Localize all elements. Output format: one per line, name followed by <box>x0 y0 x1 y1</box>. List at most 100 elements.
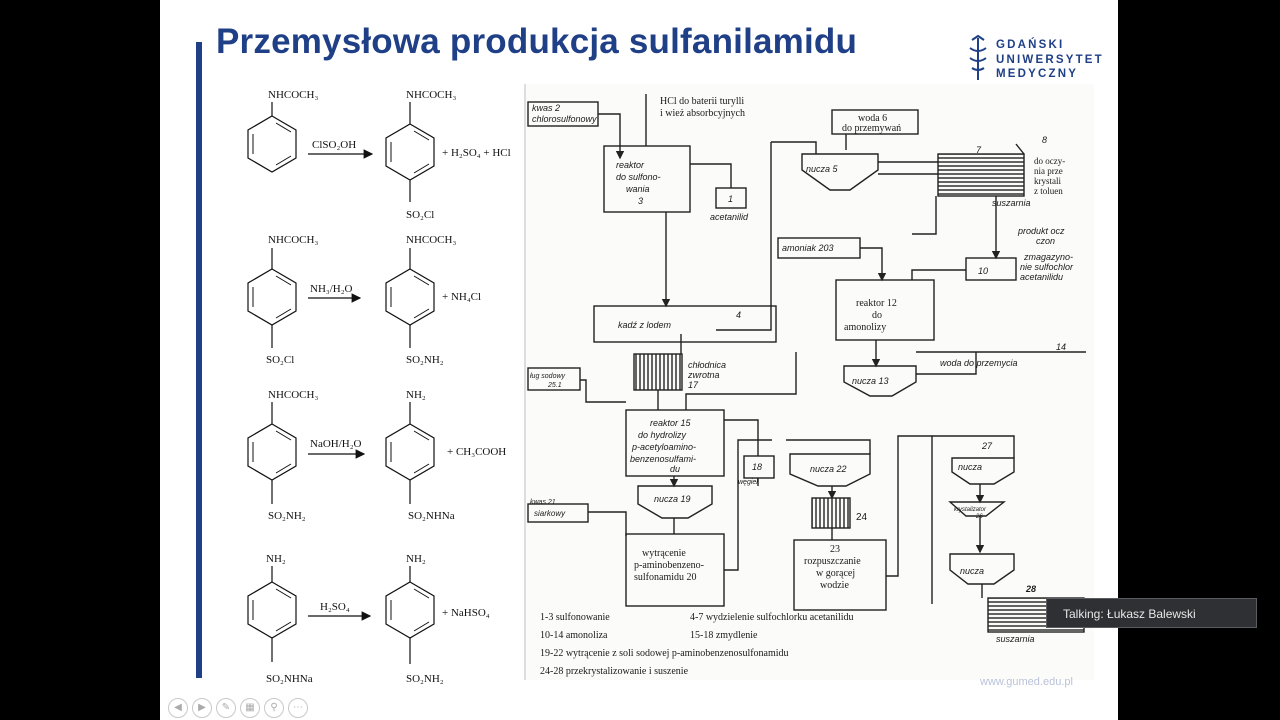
flow-hcl-2: i wież absorbcyjnych <box>660 108 745 119</box>
flow-box10: 10 <box>978 266 988 276</box>
logo-line-2: UNIWERSYTET <box>996 53 1104 66</box>
flow-reactor3-3: wania <box>626 184 650 194</box>
flow-acet-label: acetanilid <box>710 212 749 222</box>
accent-bar <box>196 42 202 678</box>
r1-byproducts: + H₂SO₄ + HCl <box>442 147 511 159</box>
pen-icon[interactable]: ✎ <box>216 698 236 718</box>
flow-wytr-3: sulfonamidu 20 <box>634 572 697 583</box>
legend-5: 19-22 wytrącenie z soli sodowej p-aminob… <box>540 648 789 659</box>
flow-kadz: kadź z lodem <box>618 320 672 330</box>
r3-substrate-top: NHCOCH₃ <box>268 389 318 401</box>
flow-rozp-3: w gorącej <box>816 568 855 579</box>
flow-acet-num: 1 <box>728 194 733 204</box>
flow-reactor12-3: amonolizy <box>844 322 886 333</box>
flow-kwas-m-2: siarkowy <box>534 509 566 518</box>
flow-wegiel: węgiel <box>738 479 758 486</box>
r4-product-bottom: SO₂NH₂ <box>406 673 444 685</box>
reaction-1: NHCOCH₃ ClSO₂OH NHCOCH₃ SO₂Cl + H₂SO₄ + … <box>247 89 511 221</box>
r4-byproducts: + NaHSO₄ <box>442 607 490 619</box>
zoom-icon[interactable]: ⚲ <box>264 698 284 718</box>
flow-zmag-1: zmagazyno- <box>1023 252 1073 262</box>
caduceus-icon <box>969 34 987 80</box>
flow-num27: 27 <box>981 441 993 451</box>
r4-substrate-top: NH₂ <box>266 553 286 565</box>
flow-woda-1: woda 6 <box>858 113 887 124</box>
slide-title: Przemysłowa produkcja sulfanilamidu <box>216 22 858 61</box>
talking-indicator: Talking: Łukasz Balewski <box>1046 598 1257 628</box>
r3-substrate-bottom: SO₂NH₂ <box>268 510 306 522</box>
flow-wytr-1: wytrącenie <box>642 548 686 559</box>
flow-oczy-4: z toluen <box>1034 186 1063 196</box>
flow-reactor15-4: benzenosulfami- <box>630 454 696 464</box>
reaction-2: NHCOCH₃ SO₂Cl NH₃/H₂O NHCOCH₃ SO₂NH₂ + N… <box>247 234 481 366</box>
flow-rozp-2: rozpuszczanie <box>804 556 861 567</box>
flow-num8: 8 <box>1042 135 1047 145</box>
logo-line-3: MEDYCZNY <box>996 68 1079 80</box>
flow-woda-przem: woda do przemycia <box>940 358 1018 368</box>
flow-reactor15-2: do hydrolizy <box>638 430 687 440</box>
flow-num24: 24 <box>856 512 868 523</box>
flow-oczy-3: krystali <box>1034 176 1061 186</box>
legend-2: 4-7 wydzielenie sulfochlorku acetanilidu <box>690 612 854 623</box>
next-icon[interactable]: ▶ <box>192 698 212 718</box>
flow-nucza-r: nucza <box>958 462 982 472</box>
flow-nucza19: nucza 19 <box>654 494 691 504</box>
flow-reactor3-num: 3 <box>638 196 643 206</box>
r4-product-top: NH₂ <box>406 553 426 565</box>
flow-reactor15-3: p-acetyloamino- <box>631 442 696 452</box>
flow-reactor15-1: reaktor 15 <box>650 418 692 428</box>
flow-kryst-1: krystalizator <box>954 507 987 513</box>
flow-rozp-1: 23 <box>830 544 840 555</box>
slide: Przemysłowa produkcja sulfanilamidu GDAŃ… <box>160 0 1118 720</box>
footer-url: www.gumed.edu.pl <box>980 676 1073 688</box>
more-icon[interactable]: ⋯ <box>288 698 308 718</box>
flow-nucza13: nucza 13 <box>852 376 889 386</box>
legend-6: 24-28 przekrystalizowanie i suszenie <box>540 666 689 677</box>
r2-reagent: NH₃/H₂O <box>310 283 353 295</box>
flow-chlod-1: chłodnica <box>688 360 726 370</box>
slides-icon[interactable]: ▦ <box>240 698 260 718</box>
r3-product-bottom: SO₂NHNa <box>408 510 455 522</box>
r4-substrate-bottom: SO₂NHNa <box>266 673 313 685</box>
flow-kwas-1: kwas 2 <box>532 103 560 113</box>
flow-zmag-3: acetanilidu <box>1020 272 1063 282</box>
r2-byproducts: + NH₄Cl <box>442 291 481 303</box>
flow-amoniak: amoniak 203 <box>782 243 834 253</box>
flow-oczy-2: nia prze <box>1034 166 1063 176</box>
logo-line-1: GDAŃSKI <box>996 39 1065 51</box>
flow-nucza5: nucza 5 <box>806 164 839 174</box>
flow-num14: 14 <box>1056 342 1066 352</box>
flow-num28: 28 <box>1025 584 1036 594</box>
flow-hcl-1: HCl do baterii turylli <box>660 96 744 107</box>
r3-reagent: NaOH/H₂O <box>310 438 362 450</box>
r3-product-top: NH₂ <box>406 389 426 401</box>
r2-substrate-bottom: SO₂Cl <box>266 354 294 366</box>
flow-nucza22: nucza 22 <box>810 464 847 474</box>
university-logo: GDAŃSKI UNIWERSYTET MEDYCZNY <box>966 34 1106 84</box>
flow-reactor12-1: reaktor 12 <box>856 298 897 309</box>
reaction-3: NHCOCH₃ SO₂NH₂ NaOH/H₂O NH₂ SO₂NHNa + CH… <box>247 389 506 522</box>
r1-product-bottom: SO₂Cl <box>406 209 434 221</box>
r4-reagent: H₂SO₄ <box>320 601 350 613</box>
legend-3: 10-14 amonoliza <box>540 630 608 641</box>
flow-woda-2: do przemywań <box>842 123 901 134</box>
flow-reactor15-5: du <box>670 464 680 474</box>
logo-text: GDAŃSKI UNIWERSYTET MEDYCZNY <box>996 38 1104 82</box>
flow-lug-1: ług sodowy <box>530 373 566 380</box>
flow-lug-2: 25.1 <box>547 382 562 389</box>
flow-kadz-num: 4 <box>736 310 741 320</box>
flow-reactor12-2: do <box>872 310 882 321</box>
process-flow-diagram: kwas 2 chlorosulfonowy reaktor do sulfon… <box>524 84 1094 680</box>
flow-reactor3-1: reaktor <box>616 160 645 170</box>
flow-chlod-2: zwrotna <box>687 370 720 380</box>
r1-product-top: NHCOCH₃ <box>406 89 456 101</box>
flow-zmag-2: nie sulfochlor <box>1020 262 1074 272</box>
flow-oczy-1: do oczy- <box>1034 156 1065 166</box>
prev-icon[interactable]: ◀ <box>168 698 188 718</box>
slide-toolbar: ◀ ▶ ✎ ▦ ⚲ ⋯ <box>168 698 308 718</box>
flow-reactor3-2: do sulfono- <box>616 172 661 182</box>
flow-kwas-m-1: kwas 21 <box>530 499 556 506</box>
r3-byproducts: + CH₃COOH <box>447 446 506 458</box>
r1-substrate-top: NHCOCH₃ <box>268 89 318 101</box>
flow-kwas-2: chlorosulfonowy <box>532 114 597 124</box>
